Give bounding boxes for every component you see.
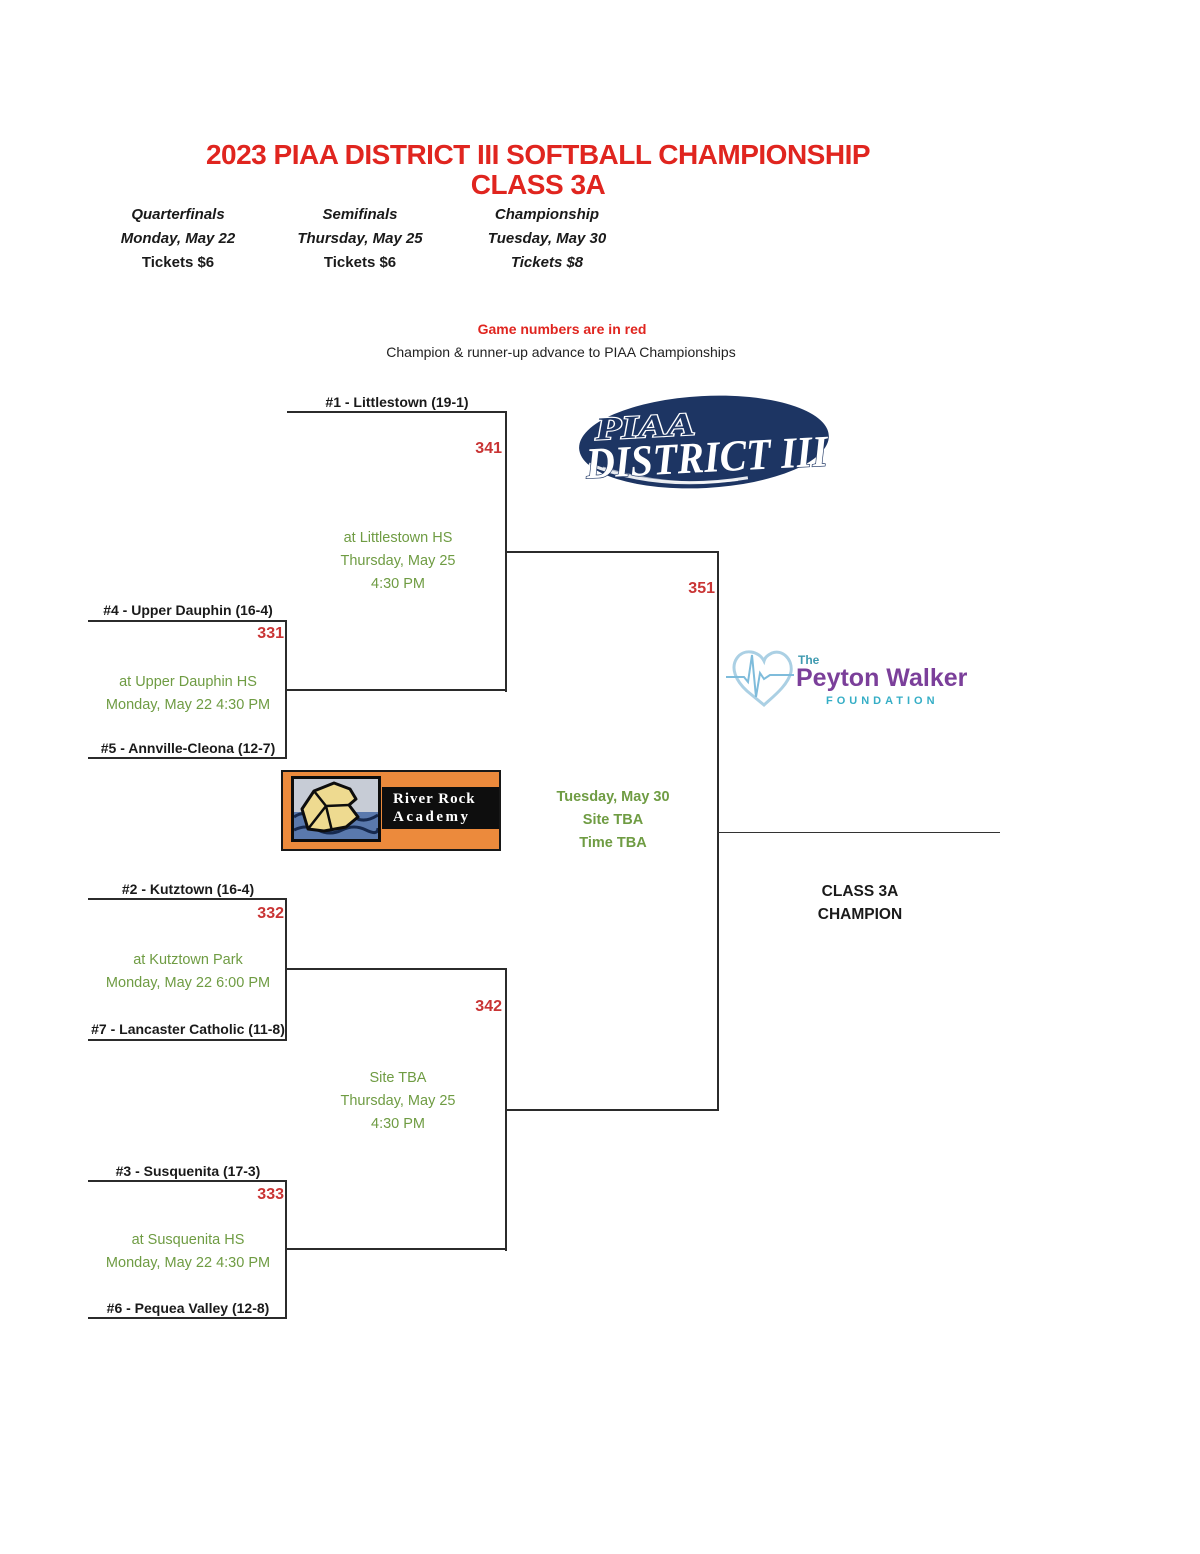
river-rock-text-band: River Rock Academy [382,787,499,829]
qf2-top-line [88,898,287,900]
qf2-info: at Kutztown Park Monday, May 22 6:00 PM [78,949,298,995]
round-date: Tuesday, May 30 [487,230,607,247]
final-info: Tuesday, May 30 Site TBA Time TBA [503,786,723,855]
qf1-top-line [88,620,287,622]
semifinal2-info: Site TBA Thursday, May 25 4:30 PM [288,1067,508,1136]
qf1-bottom-line [88,757,287,759]
champion-class: CLASS 3A [821,883,899,900]
title-line2: CLASS 3A [470,169,606,200]
round-tickets: Tickets $8 [510,254,584,271]
piaa-logo-line1: PIAA [593,405,696,446]
round-date: Thursday, May 25 [297,230,423,247]
game-number-333: 333 [257,1186,284,1203]
game-number-331: 331 [257,625,284,642]
site: Site TBA [582,812,644,828]
semifinal2-connector-line [505,968,507,1251]
team-littlestown: #1 - Littlestown (19-1) [325,394,469,410]
date: Thursday, May 25 [340,553,456,569]
page-title: 2023 PIAA DISTRICT III SOFTBALL CHAMPION… [138,140,938,200]
qf3-info: at Susquenita HS Monday, May 22 4:30 PM [78,1229,298,1275]
rock-illustration [293,779,380,839]
qf3-winner-line [285,1248,505,1250]
river-rock-name-line2: Academy [393,809,471,825]
game-number-341: 341 [475,440,502,457]
game-number-332: 332 [257,905,284,922]
champion-label: CLASS 3A CHAMPION [760,880,960,926]
venue: at Kutztown Park [133,952,243,968]
datetime: Monday, May 22 4:30 PM [105,1255,271,1271]
qf1-winner-line [285,689,505,691]
round-header-championship: Championship Tuesday, May 30 Tickets $8 [437,203,657,275]
qf2-winner-line [285,968,505,970]
peyton-walker-name: Peyton Walker [796,664,968,692]
semifinal2-winner-line [505,1109,719,1111]
time: 4:30 PM [371,576,425,592]
qf3-bottom-line [88,1317,287,1319]
datetime: Monday, May 22 6:00 PM [105,975,271,991]
semifinal1-info: at Littlestown HS Thursday, May 25 4:30 … [288,527,508,596]
venue: at Upper Dauphin HS [119,674,257,690]
bye-team-line [287,411,507,413]
round-name: Semifinals [322,206,398,223]
champion-word: CHAMPION [817,906,903,923]
piaa-district-3-logo: PIAA DISTRICT III [576,392,832,494]
round-name: Championship [494,206,600,223]
qf3-top-line [88,1180,287,1182]
note-game-numbers: Game numbers are in red [477,321,647,337]
champion-line [718,832,1000,833]
game-number-351: 351 [688,580,715,597]
piaa-logo-line2: DISTRICT III [584,426,831,488]
round-tickets: Tickets $6 [141,254,215,271]
date: Tuesday, May 30 [556,789,670,805]
time: Time TBA [579,835,647,851]
round-date: Monday, May 22 [120,230,236,247]
piaa-district-3-logo-graphic: PIAA DISTRICT III [579,395,831,489]
river-rock-academy-logo: River Rock Academy [281,770,501,851]
qf1-info: at Upper Dauphin HS Monday, May 22 4:30 … [78,671,298,717]
peyton-walker-foundation-logo: The Peyton Walker FOUNDATION [726,644,988,714]
semifinal1-winner-line [505,551,719,553]
time: 4:30 PM [371,1116,425,1132]
heart-ekg-icon [726,650,794,707]
title-line1: 2023 PIAA DISTRICT III SOFTBALL CHAMPION… [205,139,871,170]
game-number-342: 342 [475,998,502,1015]
note-advance: Champion & runner-up advance to PIAA Cha… [386,344,736,360]
venue: at Susquenita HS [131,1232,245,1248]
peyton-foundation-label: FOUNDATION [826,695,939,707]
river-rock-photo [291,776,381,842]
river-rock-name-line1: River Rock [393,791,476,807]
venue: at Littlestown HS [343,530,453,546]
team-pequea-valley: #6 - Pequea Valley (12-8) [106,1300,270,1316]
final-connector-line [717,551,719,1111]
team-annville-cleona: #5 - Annville-Cleona (12-7) [100,740,276,756]
team-kutztown: #2 - Kutztown (16-4) [121,881,255,897]
date: Thursday, May 25 [340,1093,456,1109]
team-susquenita: #3 - Susquenita (17-3) [115,1163,261,1179]
round-tickets: Tickets $6 [323,254,397,271]
round-header-semifinals: Semifinals Thursday, May 25 Tickets $6 [250,203,470,275]
team-lancaster-catholic: #7 - Lancaster Catholic (11-8) [91,1021,285,1037]
round-name: Quarterfinals [131,206,225,223]
site: Site TBA [369,1070,427,1086]
datetime: Monday, May 22 4:30 PM [105,697,271,713]
peyton-the-label: The [798,653,820,667]
round-header-quarterfinals: Quarterfinals Monday, May 22 Tickets $6 [68,203,288,275]
qf2-bottom-line [88,1039,287,1041]
team-upper-dauphin: #4 - Upper Dauphin (16-4) [103,602,273,618]
